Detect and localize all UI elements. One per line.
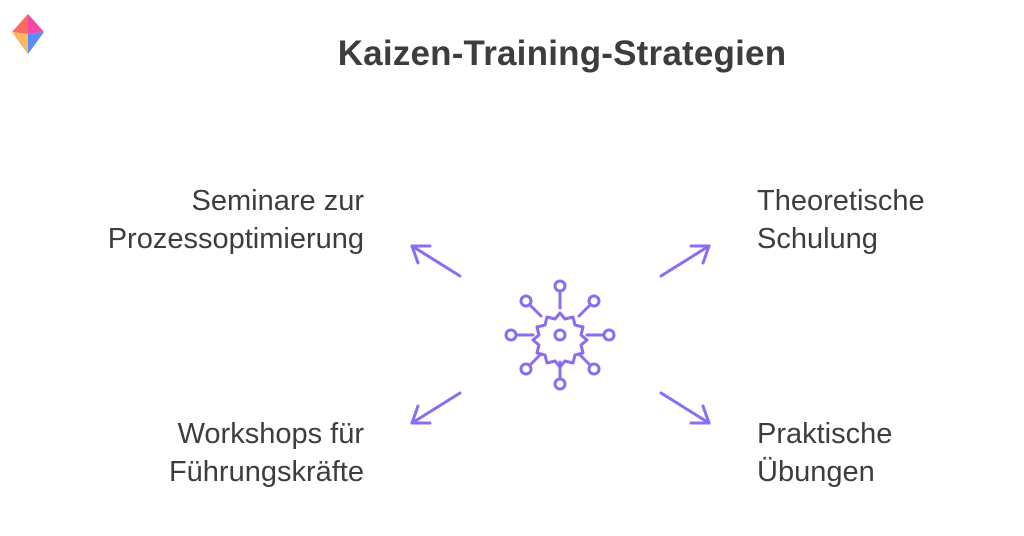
branch-label-line: Schulung xyxy=(757,223,878,255)
branch-label-line: Workshops für xyxy=(177,418,364,450)
diamond-logo-icon xyxy=(12,14,44,54)
branch-label-line: Prozessoptimierung xyxy=(107,223,364,255)
arrow-bottom-left-icon xyxy=(410,391,462,425)
branch-label-line: Übungen xyxy=(757,456,875,488)
gear-network-icon xyxy=(504,279,616,391)
page-title: Kaizen-Training-Strategien xyxy=(337,34,787,73)
branch-label-seminars: Seminare zur Prozessoptimierung xyxy=(108,182,364,258)
branch-label-line: Seminare zur xyxy=(191,185,364,217)
branch-label-theory: Theoretische Schulung xyxy=(757,182,925,258)
branch-label-line: Theoretische xyxy=(757,185,925,217)
branch-label-workshops: Workshops für Führungskräfte xyxy=(169,415,364,491)
arrow-top-left-icon xyxy=(410,244,462,278)
arrow-bottom-right-icon xyxy=(659,391,711,425)
branch-label-line: Praktische xyxy=(757,418,893,450)
branch-label-practice: Praktische Übungen xyxy=(757,415,892,491)
branch-label-line: Führungskräfte xyxy=(168,456,364,488)
arrow-top-right-icon xyxy=(659,244,711,278)
